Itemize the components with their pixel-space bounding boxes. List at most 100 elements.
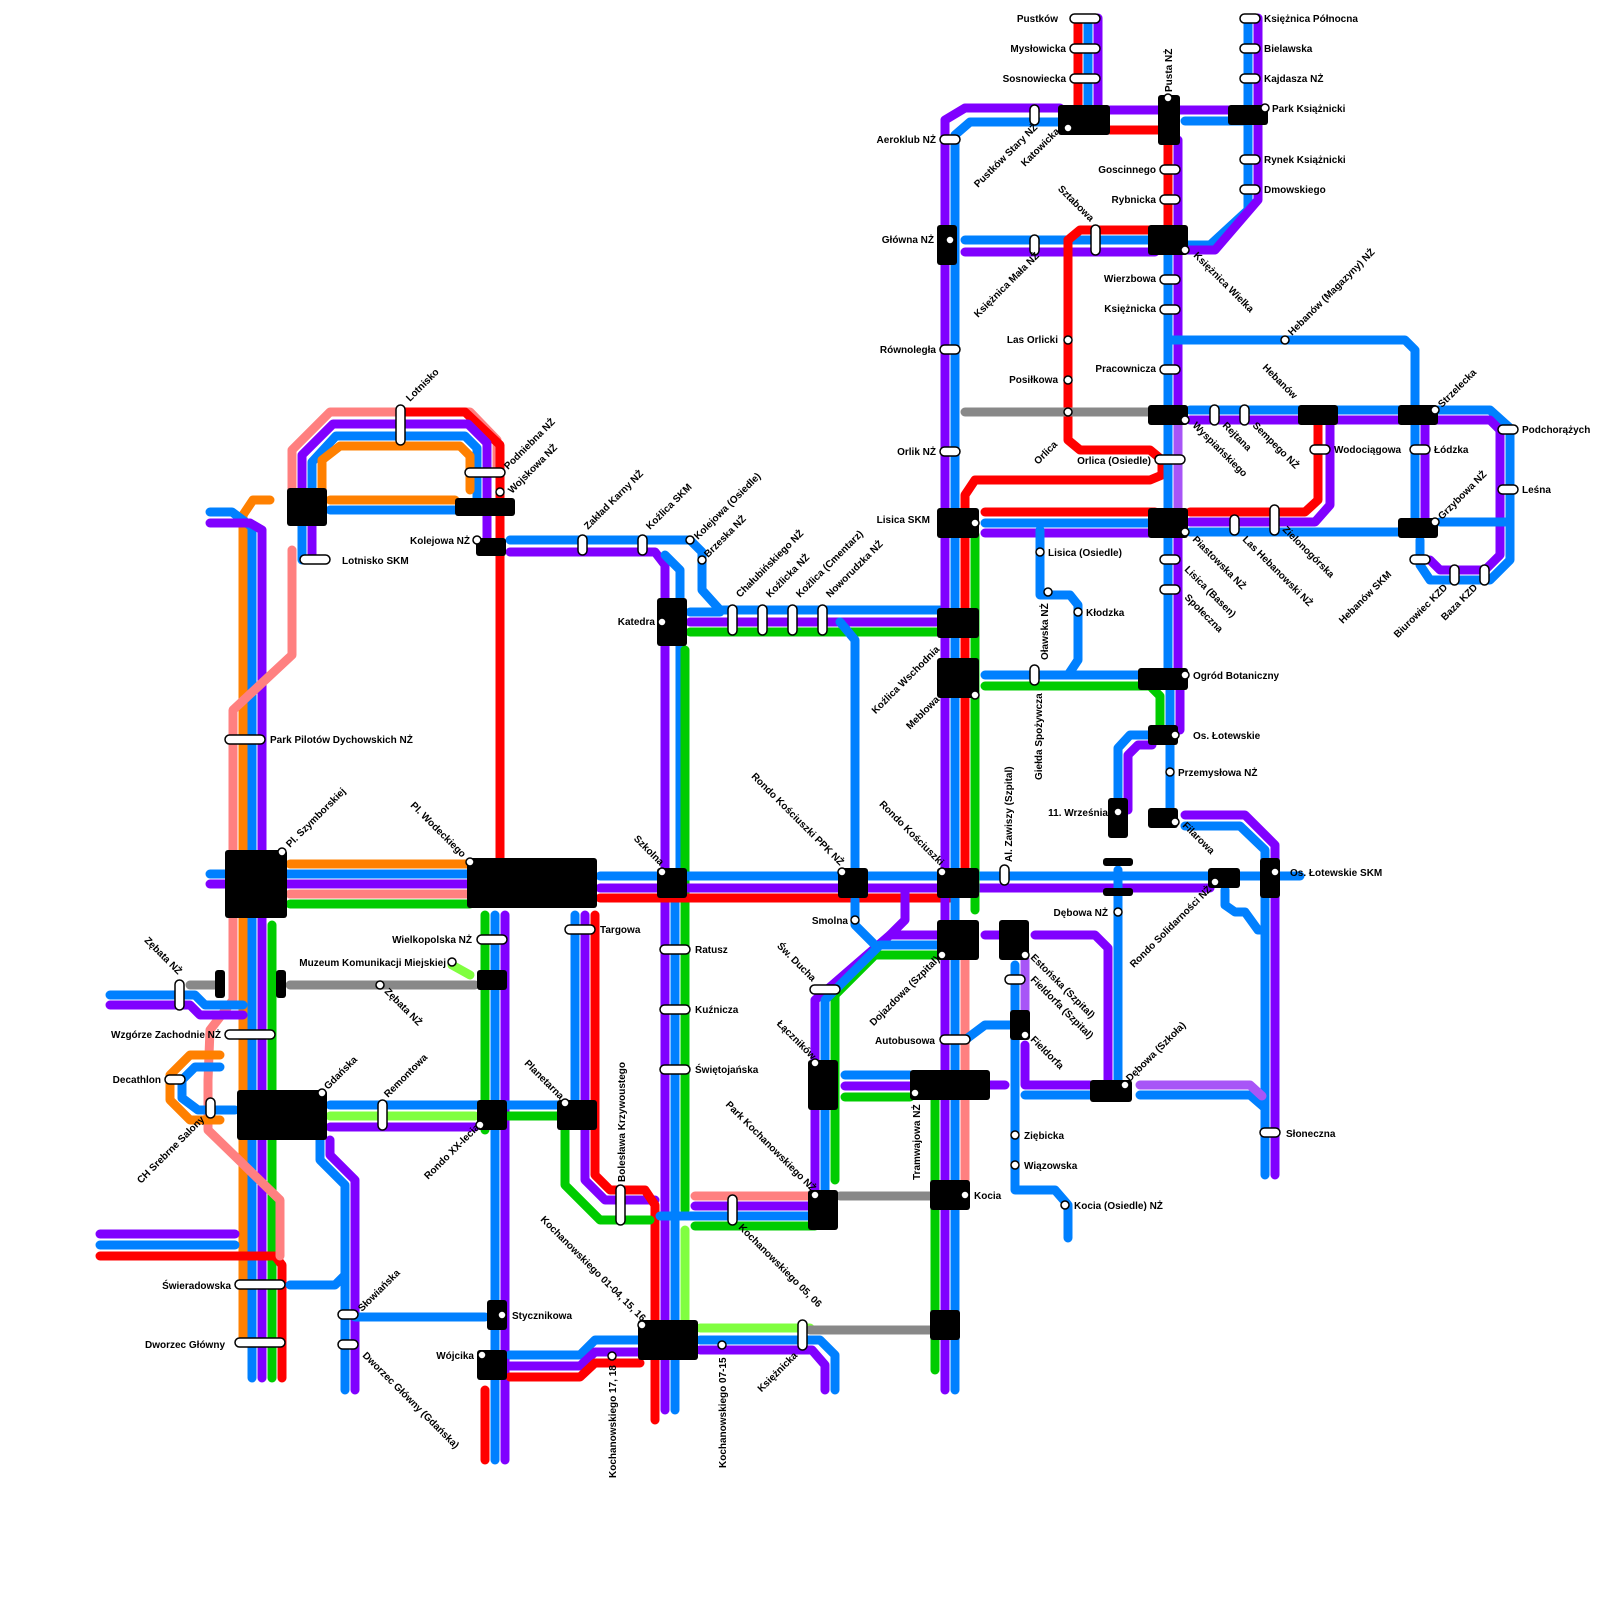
stop-node[interactable] — [686, 536, 694, 544]
stop-marker[interactable] — [1240, 185, 1260, 194]
stop-marker[interactable] — [660, 1005, 690, 1014]
stop-marker[interactable] — [1410, 555, 1430, 564]
hub-wielkopolska[interactable] — [477, 970, 507, 990]
stop-marker[interactable] — [1160, 165, 1180, 174]
hub-autobusowa[interactable] — [910, 1070, 990, 1100]
stop-node[interactable] — [1211, 878, 1219, 886]
stop-marker[interactable] — [818, 605, 827, 635]
stop-node[interactable] — [1181, 246, 1189, 254]
stop-marker[interactable] — [1070, 44, 1100, 53]
hub-debowa-bar2[interactable] — [1103, 888, 1133, 896]
stop-marker[interactable] — [758, 605, 767, 635]
stop-marker[interactable] — [1240, 74, 1260, 83]
stop-node[interactable] — [473, 536, 481, 544]
stop-node[interactable] — [1171, 731, 1179, 739]
stop-node[interactable] — [448, 958, 456, 966]
stop-marker[interactable] — [616, 1185, 625, 1225]
stop-node[interactable] — [1166, 768, 1174, 776]
stop-node[interactable] — [1021, 951, 1029, 959]
stop-marker[interactable] — [1240, 405, 1249, 425]
stop-node[interactable] — [946, 236, 954, 244]
stop-marker[interactable] — [378, 1100, 387, 1130]
stop-marker[interactable] — [235, 1338, 285, 1347]
stop-node[interactable] — [608, 1352, 616, 1360]
stop-marker[interactable] — [660, 1065, 690, 1074]
stop-node[interactable] — [811, 1059, 819, 1067]
stop-marker[interactable] — [1160, 275, 1180, 284]
hub-kochanowskiego[interactable] — [638, 1320, 698, 1360]
stop-node[interactable] — [1011, 1161, 1019, 1169]
stop-marker[interactable] — [1160, 305, 1180, 314]
stop-node[interactable] — [1271, 868, 1279, 876]
stop-marker[interactable] — [1005, 975, 1025, 984]
stop-marker[interactable] — [578, 535, 587, 555]
stop-marker[interactable] — [810, 985, 840, 994]
stop-marker[interactable] — [1160, 555, 1180, 564]
stop-node[interactable] — [658, 618, 666, 626]
hub-lacznikow[interactable] — [808, 1060, 838, 1110]
stop-node[interactable] — [478, 1351, 486, 1359]
hub-os-lotewskie-skm[interactable] — [1260, 858, 1280, 898]
stop-node[interactable] — [496, 488, 504, 496]
hub-kozlica-wschodnia-n[interactable] — [937, 608, 979, 638]
stop-marker[interactable] — [1240, 155, 1260, 164]
hub-szymborskiej[interactable] — [225, 850, 287, 918]
stop-node[interactable] — [1114, 808, 1122, 816]
stop-marker[interactable] — [788, 605, 797, 635]
stop-node[interactable] — [278, 848, 286, 856]
stop-marker[interactable] — [1450, 565, 1459, 585]
hub-tramwajowa-s[interactable] — [930, 1310, 960, 1340]
stop-node[interactable] — [718, 1341, 726, 1349]
stop-marker[interactable] — [175, 980, 184, 1010]
stop-marker[interactable] — [477, 935, 507, 944]
stop-marker[interactable] — [940, 1035, 970, 1044]
stop-marker[interactable] — [225, 735, 265, 744]
stop-node[interactable] — [811, 1191, 819, 1199]
stop-marker[interactable] — [638, 535, 647, 555]
hub-zebata-w[interactable] — [215, 970, 225, 998]
stop-node[interactable] — [1011, 1131, 1019, 1139]
hub-ogrod-botaniczny[interactable] — [1138, 668, 1188, 690]
stop-marker[interactable] — [1091, 225, 1100, 255]
stop-marker[interactable] — [1210, 405, 1219, 425]
stop-node[interactable] — [851, 916, 859, 924]
stop-marker[interactable] — [1480, 565, 1489, 585]
stop-node[interactable] — [1064, 376, 1072, 384]
stop-node[interactable] — [1261, 104, 1269, 112]
stop-node[interactable] — [1064, 336, 1072, 344]
stop-marker[interactable] — [1160, 195, 1180, 204]
stop-node[interactable] — [561, 1099, 569, 1107]
hub-11-wrzesnia[interactable] — [1108, 798, 1128, 838]
stop-marker[interactable] — [1070, 14, 1100, 23]
stop-marker[interactable] — [396, 405, 405, 445]
stop-node[interactable] — [1064, 124, 1072, 132]
hub-wojskowa[interactable] — [455, 498, 515, 516]
stop-marker[interactable] — [1310, 445, 1330, 454]
stop-node[interactable] — [318, 1089, 326, 1097]
stop-node[interactable] — [1181, 416, 1189, 424]
stop-marker[interactable] — [1498, 425, 1518, 434]
stop-marker[interactable] — [1000, 865, 1009, 885]
stop-marker[interactable] — [1160, 585, 1180, 594]
stop-node[interactable] — [838, 868, 846, 876]
stop-node[interactable] — [1121, 1081, 1129, 1089]
stop-node[interactable] — [1021, 1031, 1029, 1039]
stop-marker[interactable] — [235, 1280, 285, 1289]
stop-marker[interactable] — [1270, 505, 1279, 535]
stop-marker[interactable] — [1498, 485, 1518, 494]
stop-marker[interactable] — [1240, 44, 1260, 53]
hub-zebata-e[interactable] — [276, 970, 286, 998]
stop-node[interactable] — [1431, 518, 1439, 526]
hub-lotnisko[interactable] — [287, 488, 327, 526]
stop-marker[interactable] — [206, 1098, 215, 1118]
stop-marker[interactable] — [465, 468, 505, 477]
stop-node[interactable] — [971, 519, 979, 527]
stop-marker[interactable] — [1230, 515, 1239, 535]
stop-marker[interactable] — [798, 1320, 807, 1350]
hub-wodeckiego[interactable] — [467, 858, 597, 908]
stop-marker[interactable] — [165, 1075, 185, 1084]
stop-node[interactable] — [1114, 908, 1122, 916]
stop-node[interactable] — [1164, 94, 1172, 102]
stop-marker[interactable] — [940, 135, 960, 144]
stop-marker[interactable] — [565, 925, 595, 934]
